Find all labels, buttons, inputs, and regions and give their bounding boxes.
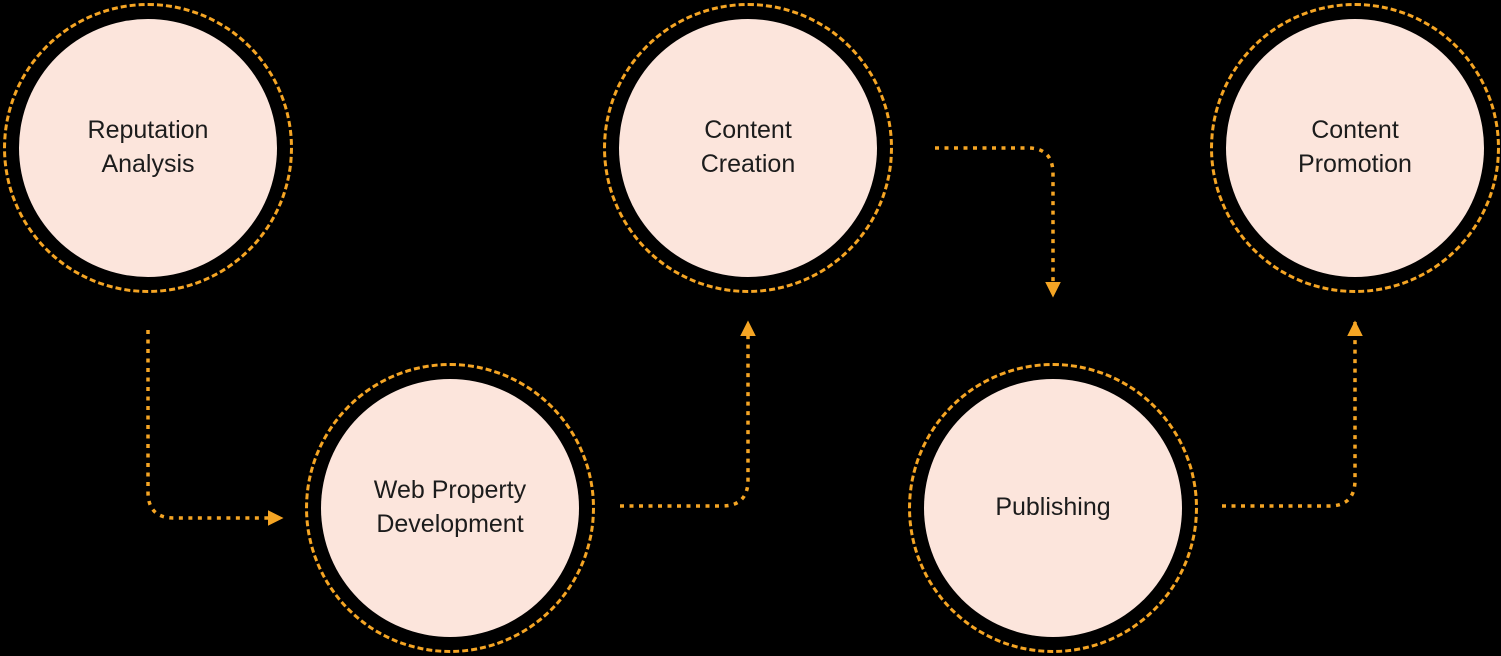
node-web-property-development: Web Property Development: [305, 363, 595, 653]
node-publishing: Publishing: [908, 363, 1198, 653]
node-reputation-analysis: Reputation Analysis: [3, 3, 293, 293]
node-label: Content Promotion: [1298, 116, 1412, 178]
node-circle: Reputation Analysis: [19, 19, 277, 277]
node-circle: Content Promotion: [1226, 19, 1484, 277]
node-circle: Web Property Development: [321, 379, 579, 637]
node-label: Reputation Analysis: [87, 116, 209, 178]
node-label: Web Property Development: [373, 476, 527, 538]
node-circle: Publishing: [924, 379, 1182, 637]
node-label: Publishing: [995, 493, 1111, 522]
connector-content-creation-to-publishing: [935, 146, 1061, 298]
node-content-creation: Content Creation: [603, 3, 893, 293]
connector-reputation-to-web-property: [146, 330, 284, 526]
connector-web-property-to-content-creation: [620, 320, 756, 508]
node-circle: Content Creation: [619, 19, 877, 277]
connector-publishing-to-content-promotion: [1222, 320, 1363, 508]
node-content-promotion: Content Promotion: [1210, 3, 1500, 293]
node-label: Content Creation: [700, 116, 796, 178]
